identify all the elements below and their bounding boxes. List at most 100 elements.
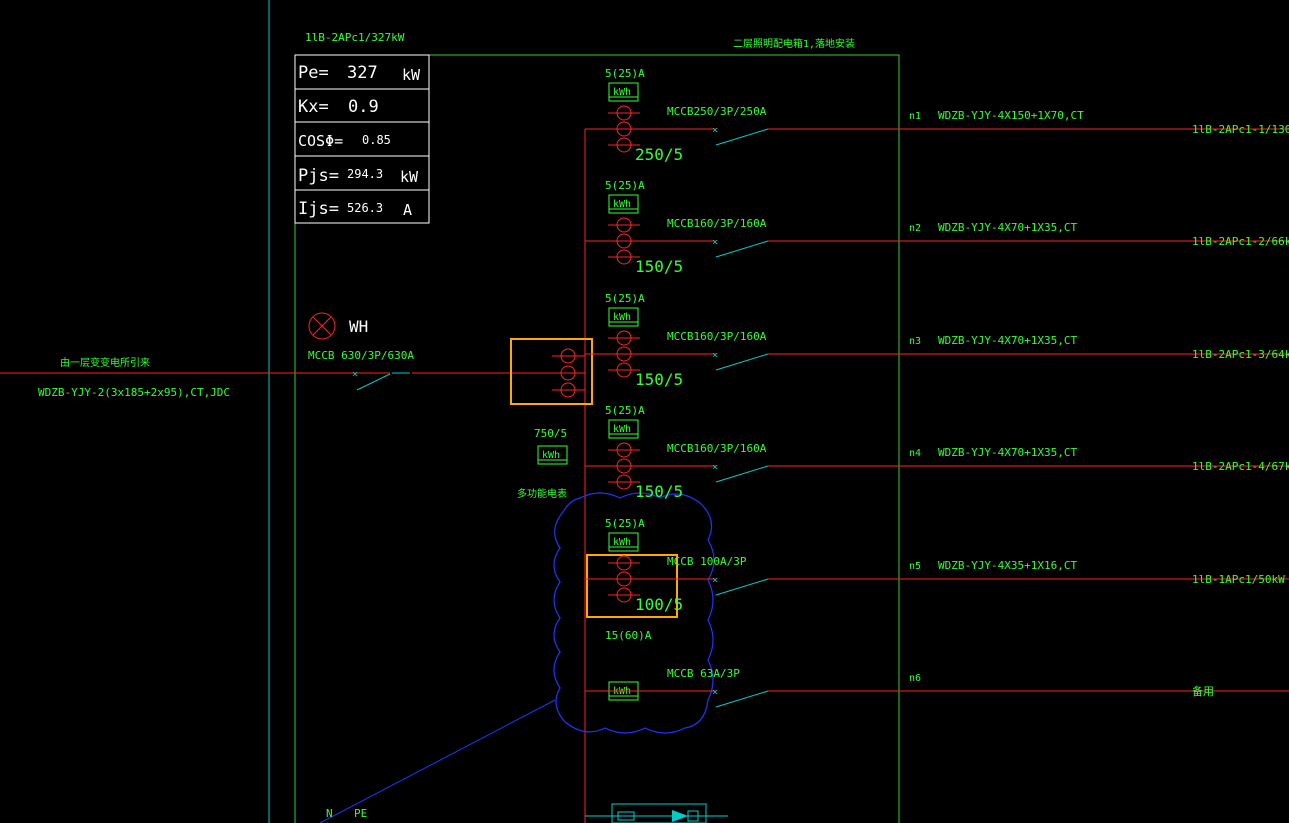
svg-text:kWh: kWh — [542, 450, 560, 461]
meter-rating: 5(25)A — [605, 292, 645, 305]
destination-label: 1lB-2APc1-4/67kW — [1192, 460, 1289, 473]
box-title: 二层照明配电箱1,落地安装 — [733, 37, 855, 50]
meter-rating: 5(25)A — [605, 179, 645, 192]
pe-label: Pe= — [298, 63, 329, 83]
frame-lines — [0, 0, 900, 823]
kwh-label: kWh — [613, 424, 631, 435]
circuit-id: n4 — [909, 448, 921, 459]
main-breaker-label: MCCB 630/3P/630A — [308, 349, 414, 362]
ct-ratio: 100/5 — [635, 595, 683, 614]
breaker-label: MCCB 100A/3P — [667, 555, 747, 568]
breaker-label: MCCB160/3P/160A — [667, 442, 767, 455]
wh-label: WH — [349, 317, 368, 336]
destination-label: 1lB-2APc1-3/64kW — [1192, 348, 1289, 361]
pe-unit: kW — [402, 66, 421, 84]
circuit-id: n6 — [909, 673, 921, 684]
circuit-id: n1 — [909, 111, 921, 122]
breaker-switch-icon — [715, 353, 769, 371]
breaker-label: MCCB160/3P/160A — [667, 330, 767, 343]
incoming-section: 由一层变变电所引来 WDZB-YJY-2(3x185+2x95),CT,JDC … — [38, 312, 593, 500]
cable-spec: WDZB-YJY-4X35+1X16,CT — [938, 559, 1077, 572]
breaker-contact-icon: × — [712, 350, 718, 361]
spd-device-icon — [585, 803, 728, 823]
cable-spec: WDZB-YJY-4X70+1X35,CT — [938, 334, 1077, 347]
main-breaker-switch-icon: × — [352, 369, 412, 391]
incoming-source-label: 由一层变变电所引来 — [60, 356, 150, 369]
kx-value: 0.9 — [348, 97, 379, 117]
breaker-switch-icon — [715, 690, 769, 708]
main-ct-icon — [552, 348, 585, 398]
svg-text:×: × — [352, 369, 358, 380]
destination-label: 1lB-2APc1-1/130kW — [1192, 123, 1289, 136]
cos-value: 0.85 — [362, 133, 391, 147]
wh-meter-icon — [308, 312, 336, 340]
cable-spec: WDZB-YJY-4X70+1X35,CT — [938, 221, 1077, 234]
ct-ratio: 250/5 — [635, 145, 683, 164]
pe-conductor-label: PE — [354, 807, 367, 820]
pe-value: 327 — [347, 63, 378, 83]
pjs-value: 294.3 — [347, 167, 383, 181]
pjs-unit: kW — [400, 168, 419, 186]
breaker-contact-icon: × — [712, 237, 718, 248]
main-ct-ratio: 750/5 — [534, 427, 567, 440]
meter-rating: 5(25)A — [605, 404, 645, 417]
breaker-label: MCCB 63A/3P — [667, 667, 740, 680]
revision-cloud — [553, 492, 715, 734]
ct-ratio: 150/5 — [635, 482, 683, 501]
breaker-contact-icon: × — [712, 687, 718, 698]
ct-ratio: 150/5 — [635, 257, 683, 276]
breaker-switch-icon — [715, 240, 769, 258]
circuit-n2: 5(25)A kWh 150/5 × MCCB160/3P/160A n2 WDZB-YJY… — [585, 179, 1289, 276]
kwh-box — [608, 194, 639, 214]
ijs-value: 526.3 — [347, 201, 383, 215]
kwh-label: kWh — [613, 87, 631, 98]
circuit-id: n5 — [909, 561, 921, 572]
kwh-box — [608, 419, 639, 439]
destination-label: 1lB-2APc1-2/66kW — [1192, 235, 1289, 248]
meter-rating: 5(25)A — [605, 517, 645, 530]
kwh-label: kWh — [613, 312, 631, 323]
breaker-contact-icon: × — [712, 125, 718, 136]
cos-label: COSΦ= — [298, 132, 343, 150]
kwh-box — [608, 307, 639, 327]
ijs-label: Ijs= — [298, 199, 339, 219]
circuit-id: n2 — [909, 223, 921, 234]
breaker-switch-icon — [715, 128, 769, 146]
kwh-box — [608, 532, 639, 552]
n5-ct-highlight — [586, 554, 678, 618]
meter-rating: 15(60)A — [605, 629, 652, 642]
main-kwh-box: kWh — [537, 445, 568, 465]
destination-label: 备用 — [1192, 684, 1214, 698]
main-ct-highlight — [510, 338, 593, 405]
circuit-id: n3 — [909, 336, 921, 347]
kwh-box — [608, 82, 639, 102]
destination-label: 1lB-1APc1/50kW — [1192, 573, 1285, 586]
breaker-label: MCCB160/3P/160A — [667, 217, 767, 230]
cable-spec: WDZB-YJY-4X70+1X35,CT — [938, 446, 1077, 459]
circuit-n1: 5(25)A kWh 250/5 × MCCB250/3P/250A n1 WDZB-YJY… — [585, 67, 1289, 164]
kx-label: Kx= — [298, 97, 329, 117]
breaker-switch-icon — [715, 465, 769, 483]
blue-leader-line — [319, 699, 556, 823]
circuit-n4: 5(25)A kWh 150/5 × MCCB160/3P/160A n4 WDZB-YJY… — [585, 404, 1289, 501]
incoming-cable-label: WDZB-YJY-2(3x185+2x95),CT,JDC — [38, 386, 230, 399]
circuit-n3: 5(25)A kWh 150/5 × MCCB160/3P/160A n3 WDZB-YJY… — [585, 292, 1289, 389]
breaker-switch-icon — [715, 578, 769, 596]
meter-note: 多功能电表 — [517, 487, 567, 500]
circuit-n5: 5(25)A kWh 100/5 × MCCB 100A/3P n5 WDZB-YJY-4X… — [585, 517, 1289, 614]
pjs-label: Pjs= — [298, 166, 339, 186]
breaker-contact-icon: × — [712, 575, 718, 586]
neutral-label: N — [326, 807, 333, 820]
meter-rating: 5(25)A — [605, 67, 645, 80]
panel-title: 1lB-2APc1/327kW — [305, 31, 405, 44]
cable-spec: WDZB-YJY-4X150+1X70,CT — [938, 109, 1084, 122]
load-table: Pe= 327 kW Kx= 0.9 COSΦ= 0.85 Pjs= 294.3… — [294, 54, 430, 224]
kwh-label: kWh — [613, 537, 631, 548]
breaker-contact-icon: × — [712, 462, 718, 473]
ct-ratio: 150/5 — [635, 370, 683, 389]
kwh-label: kWh — [613, 199, 631, 210]
breaker-label: MCCB250/3P/250A — [667, 105, 767, 118]
